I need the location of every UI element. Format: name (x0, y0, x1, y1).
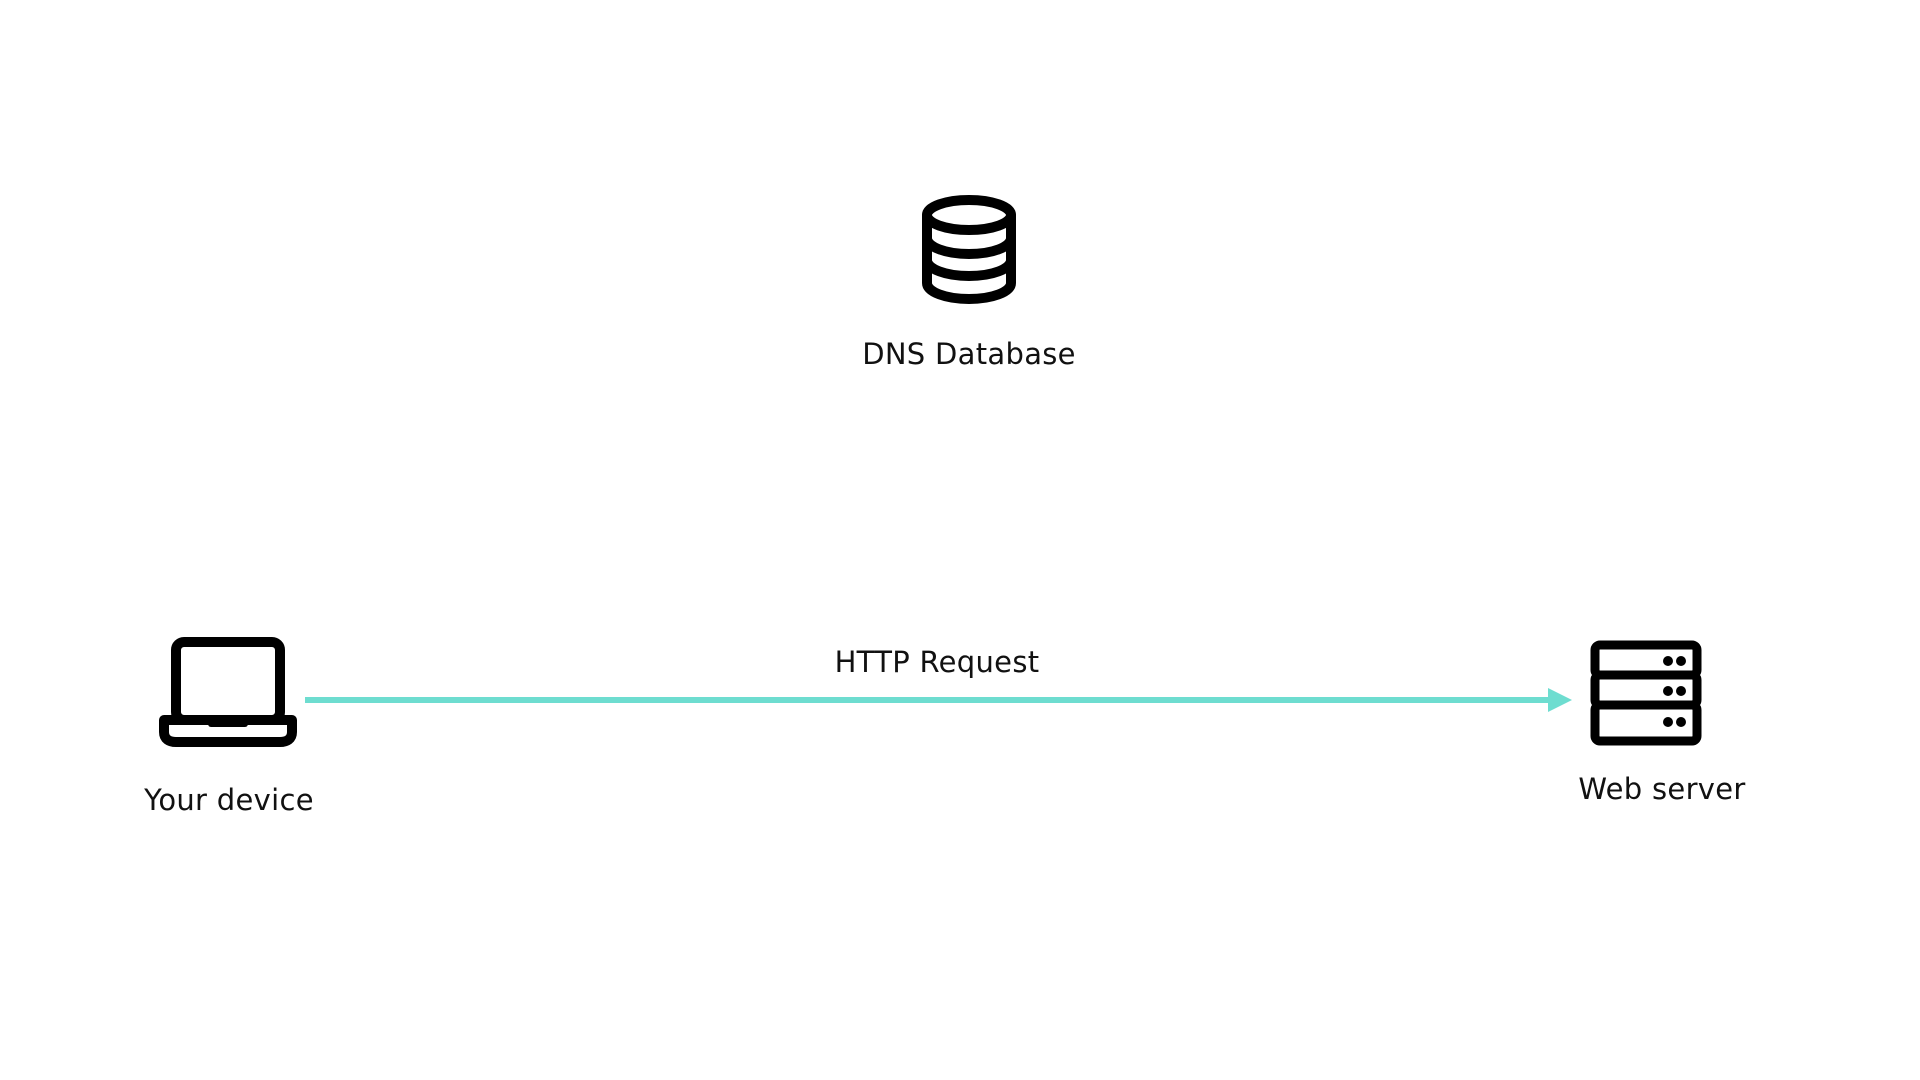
web-server-label: Web server (1578, 772, 1746, 806)
dns-database-label: DNS Database (862, 337, 1076, 371)
laptop-icon (159, 637, 297, 747)
http-request-label: HTTP Request (834, 645, 1040, 679)
server-icon (1590, 640, 1702, 746)
your-device-label: Your device (144, 783, 314, 817)
database-icon (922, 195, 1016, 304)
http-request-arrow (305, 688, 1572, 712)
